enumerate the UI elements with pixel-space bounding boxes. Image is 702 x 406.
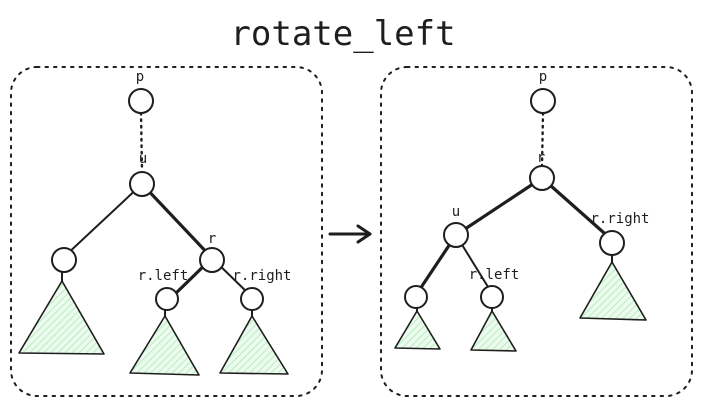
- before-node-r: [199, 247, 225, 273]
- right-arrow-icon: [328, 224, 372, 244]
- after-node-rleft: [480, 285, 504, 309]
- edge-u-r: [140, 182, 214, 260]
- before-label-rleft: r.left: [138, 268, 189, 284]
- after-panel: p r u r.right r.left: [380, 66, 693, 397]
- before-node-u: [129, 171, 155, 197]
- before-node-rleft: [155, 287, 179, 311]
- after-left-subtree: [394, 310, 441, 350]
- after-rleft-subtree: [470, 310, 517, 352]
- before-label-r: r: [208, 231, 216, 247]
- after-node-left: [404, 285, 428, 309]
- before-panel: p u r r.left r.right: [10, 66, 323, 397]
- before-label-rright: r.right: [232, 268, 291, 284]
- before-node-rright: [240, 287, 264, 311]
- diagram-title: rotate_left: [230, 14, 455, 54]
- after-label-rleft: r.left: [469, 267, 520, 283]
- before-rleft-subtree: [129, 315, 200, 376]
- after-node-u: [443, 222, 469, 248]
- after-label-u: u: [452, 204, 460, 220]
- edge-p-r: [540, 111, 545, 169]
- after-node-p: [530, 88, 556, 114]
- after-node-r: [529, 165, 555, 191]
- before-node-left: [51, 247, 77, 273]
- after-label-r: r: [537, 150, 545, 166]
- after-label-p: p: [539, 69, 547, 85]
- before-label-u: u: [139, 151, 147, 167]
- before-left-subtree: [18, 280, 105, 355]
- after-node-rright: [599, 230, 625, 256]
- before-frame: [10, 66, 323, 397]
- after-rright-subtree: [579, 261, 647, 321]
- edge-r-u: [454, 176, 544, 237]
- edge-r-rright: [540, 176, 614, 242]
- after-label-rright: r.right: [590, 211, 649, 227]
- after-frame: [380, 66, 693, 397]
- edge-p-u: [139, 111, 144, 172]
- before-label-p: p: [136, 69, 144, 85]
- before-node-p: [128, 88, 154, 114]
- edge-u-left: [64, 183, 143, 257]
- before-rright-subtree: [219, 315, 289, 375]
